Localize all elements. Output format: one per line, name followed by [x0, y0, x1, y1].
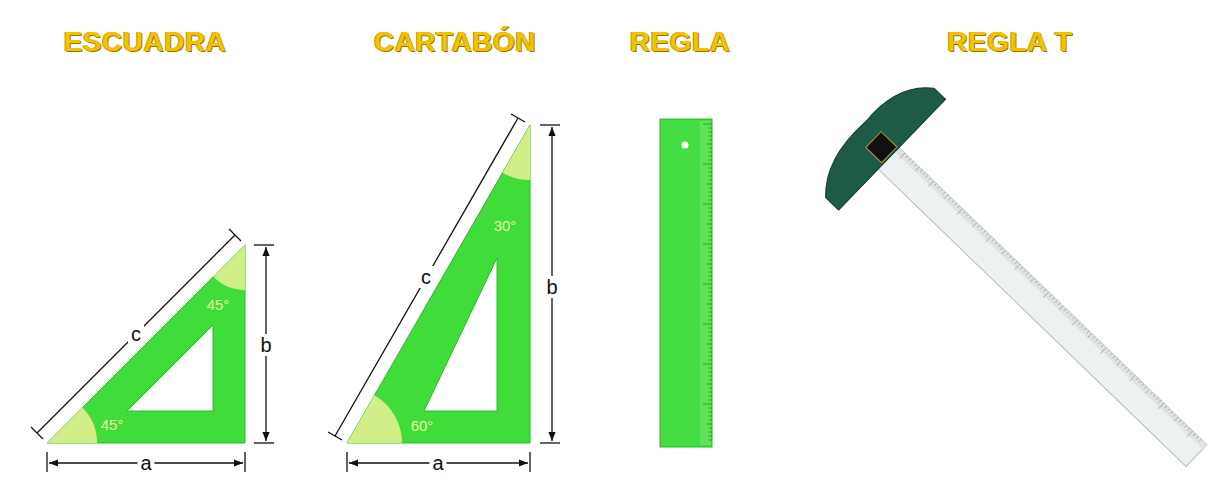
- dimension-letter: b: [543, 276, 560, 298]
- dimension-letter: a: [429, 452, 446, 474]
- set-square-node: CARTABÓN 30° 60°: [310, 15, 570, 480]
- angle-label: 45°: [101, 416, 124, 433]
- angle-label: 45°: [207, 296, 230, 313]
- t-square-node: REGLA T: [820, 15, 1220, 475]
- dimension-letter: c: [128, 323, 144, 345]
- tool-title: REGLA: [630, 26, 731, 58]
- dimension-letter: a: [137, 452, 154, 474]
- dimension-lines: [31, 229, 274, 472]
- t-square: [808, 70, 1226, 495]
- ruler: [660, 119, 712, 447]
- set-square-30-60: [347, 125, 530, 443]
- dimension-letter: c: [418, 266, 434, 288]
- set-square-node: ESCUADRA 45° 45°: [20, 15, 290, 480]
- ruler-node: REGLA: [620, 15, 745, 465]
- angle-label: 30°: [494, 217, 517, 234]
- tool-title: REGLA T: [947, 26, 1072, 58]
- tool-title: CARTABÓN: [374, 26, 536, 58]
- dimension-letter: b: [257, 334, 274, 356]
- set-square-45: [47, 245, 245, 443]
- angle-label: 60°: [411, 417, 434, 434]
- dimension-lines: [328, 114, 560, 472]
- tool-title: ESCUADRA: [64, 26, 227, 58]
